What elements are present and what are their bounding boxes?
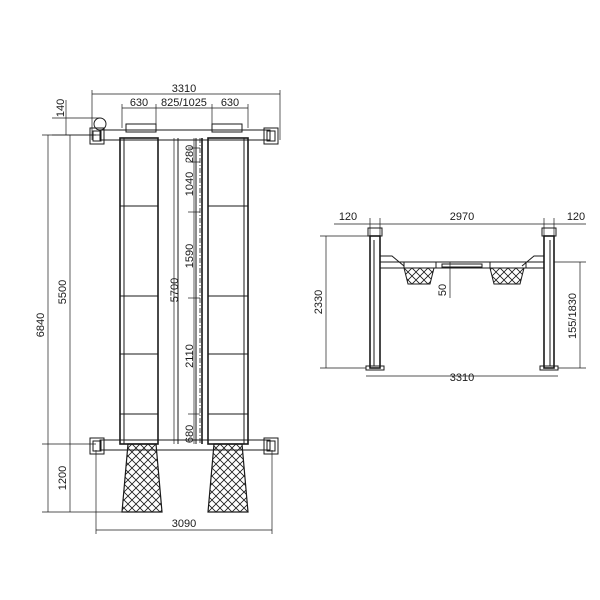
dim-inner-span-label: 2970 bbox=[450, 211, 474, 223]
plan-view: 3310 630 825/1025 630 140 6840 bbox=[35, 83, 281, 534]
motor-icon bbox=[93, 117, 107, 131]
dim-seg-2-label: 1040 bbox=[184, 172, 196, 196]
dim-runway-thickness: 50 bbox=[437, 262, 451, 298]
dim-right-post-label: 120 bbox=[567, 211, 585, 223]
dim-front-total: 3310 bbox=[366, 372, 558, 384]
dim-gap-label: 825/1025 bbox=[161, 97, 207, 109]
dim-segments: 280 1040 1590 2110 680 bbox=[184, 138, 200, 444]
dim-seg-5-label: 680 bbox=[184, 425, 196, 443]
left-runway bbox=[119, 137, 159, 445]
front-crossbeam bbox=[380, 255, 544, 269]
dim-top-total: 3310 bbox=[91, 83, 281, 140]
dim-seg-3-label: 1590 bbox=[184, 244, 196, 268]
right-runway bbox=[207, 137, 249, 445]
dim-left-verticals: 6840 5500 1200 bbox=[35, 134, 130, 513]
dim-lift-height-label: 155/1830 bbox=[567, 293, 579, 339]
dim-seg-4-label: 2110 bbox=[184, 344, 196, 368]
top-crossbeam bbox=[89, 117, 279, 145]
dim-post-spacing-label: 5500 bbox=[57, 280, 69, 304]
right-post bbox=[539, 227, 559, 371]
left-ramp bbox=[121, 443, 163, 513]
right-wheel-basket bbox=[489, 267, 525, 285]
dim-top-offset: 140 bbox=[52, 99, 100, 136]
dim-runway-length-label: 5700 bbox=[169, 278, 181, 302]
dim-left-runway-label: 630 bbox=[130, 97, 148, 109]
dim-front-height: 2330 bbox=[313, 235, 370, 369]
dim-height-label: 2330 bbox=[313, 290, 325, 314]
left-post bbox=[365, 227, 385, 371]
dim-runway-thickness-label: 50 bbox=[437, 284, 449, 296]
dim-rear-overhang-label: 1200 bbox=[57, 466, 69, 490]
dim-bottom-width-label: 3090 bbox=[172, 518, 196, 530]
dim-bottom-width: 3090 bbox=[95, 450, 273, 534]
dim-runway-length: 5700 bbox=[169, 138, 181, 444]
dim-top-total-label: 3310 bbox=[172, 83, 196, 95]
dim-seg-1-label: 280 bbox=[184, 145, 196, 163]
dim-total-width-label: 3310 bbox=[450, 372, 474, 384]
dim-top-runways: 630 825/1025 630 bbox=[121, 97, 249, 128]
front-view: 120 2970 120 bbox=[313, 211, 586, 384]
bottom-crossbeam bbox=[89, 437, 279, 455]
centre-rail bbox=[177, 138, 203, 444]
dim-top-offset-label: 140 bbox=[55, 99, 67, 117]
dim-left-post-label: 120 bbox=[339, 211, 357, 223]
dim-right-runway-label: 630 bbox=[221, 97, 239, 109]
left-wheel-basket bbox=[403, 267, 435, 285]
right-ramp bbox=[207, 443, 249, 513]
dim-total-length-label: 6840 bbox=[35, 313, 47, 337]
dim-lift-height: 155/1830 bbox=[554, 261, 586, 369]
